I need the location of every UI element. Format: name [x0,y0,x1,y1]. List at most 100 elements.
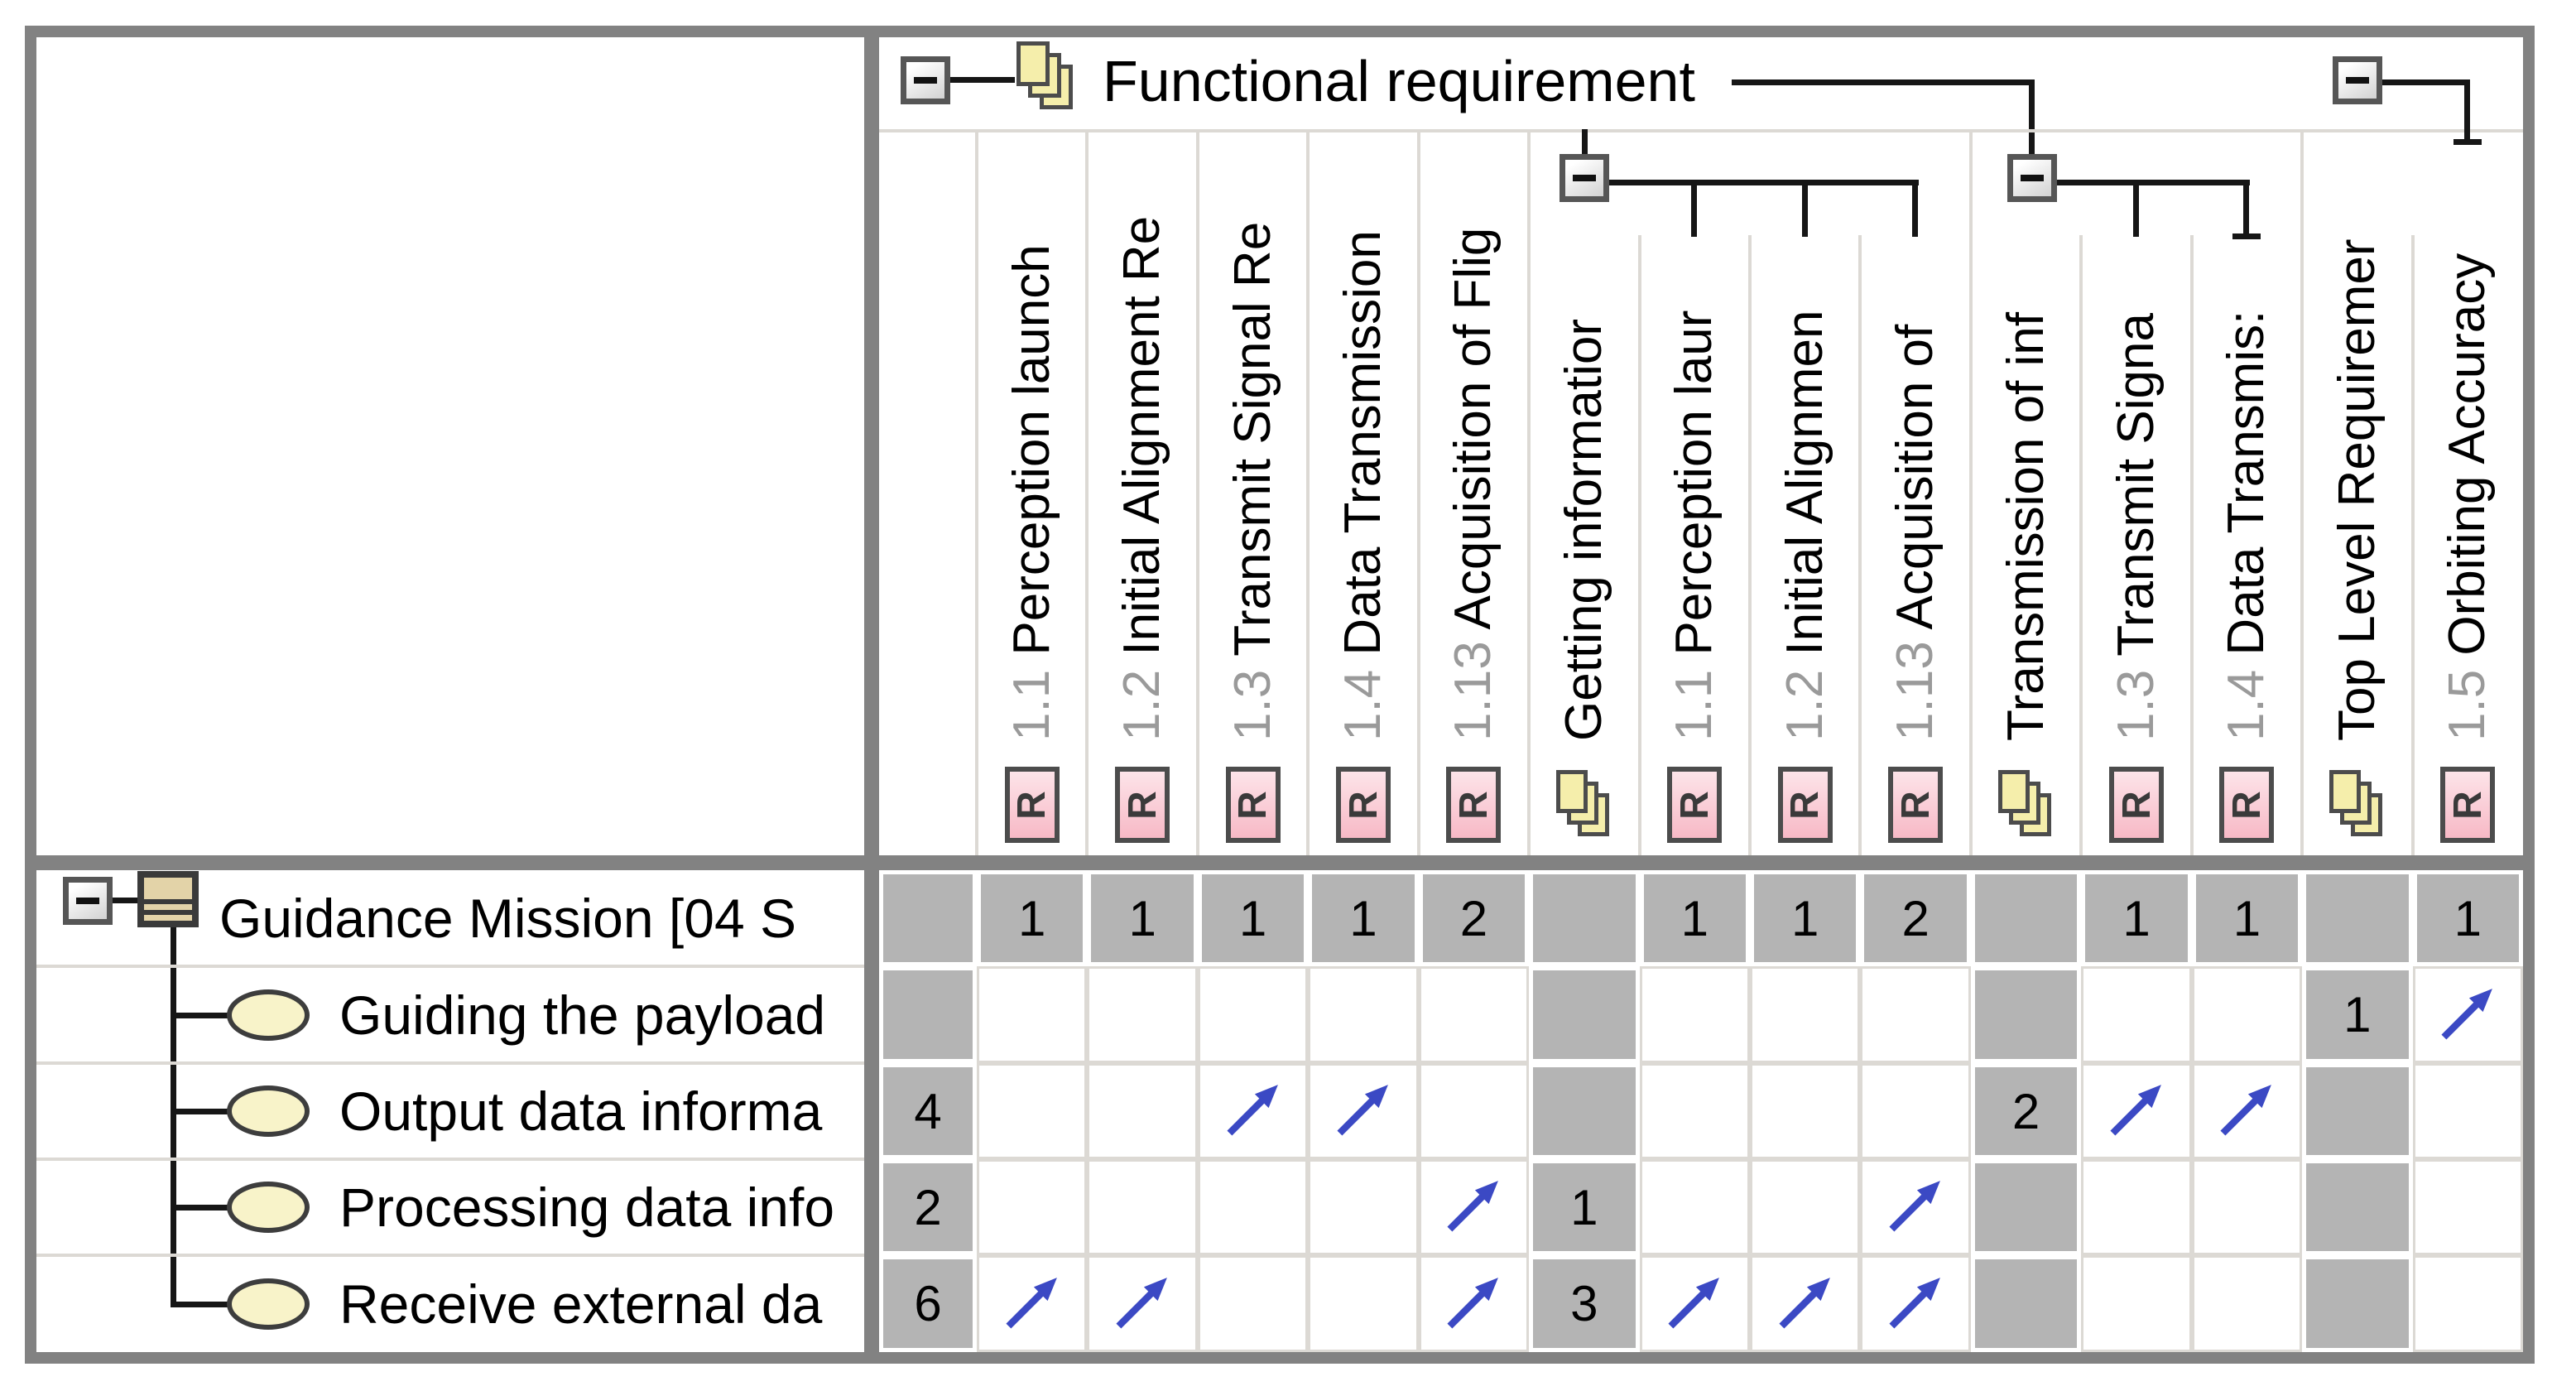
row-label[interactable]: Guiding the payload [339,984,826,1046]
row-label[interactable]: Output data informa [339,1081,823,1142]
tree-trunk-line [171,927,176,1307]
matrix-cell[interactable] [1087,966,1198,1063]
matrix-cell[interactable] [1639,1063,1750,1159]
matrix-cell[interactable] [1970,870,2082,966]
matrix-cell[interactable]: 1 [1750,870,1861,966]
matrix-cell[interactable] [1970,966,2082,1063]
matrix-cell[interactable] [1860,966,1971,1063]
matrix-cell[interactable]: 2 [1970,1063,2082,1159]
matrix-cell[interactable]: 1 [977,870,1088,966]
matrix-cell[interactable]: 1 [2412,870,2523,966]
matrix-count-cell[interactable]: 6 [879,1255,977,1352]
matrix-cell[interactable]: 1 [1308,870,1419,966]
collapse-toggle-transmission[interactable] [2007,154,2057,202]
matrix-cell[interactable] [1529,1063,1640,1159]
column-divider [975,132,978,855]
matrix-cell[interactable] [1197,966,1309,1063]
matrix-count-cell[interactable]: 4 [879,1063,977,1159]
matrix-cell[interactable] [1639,966,1750,1063]
row-label[interactable]: Receive external da [339,1273,823,1335]
row-separator [36,1158,864,1161]
matrix-cell[interactable] [977,1063,1088,1159]
matrix-count-cell[interactable] [879,870,977,966]
collapse-toggle-getting-information[interactable] [1560,154,1609,202]
matrix-cell[interactable]: 1 [2302,966,2413,1063]
matrix-cell[interactable] [2302,870,2413,966]
legend-tree-tick [2453,139,2482,145]
column-divider [1306,132,1310,855]
use-case-icon [227,989,310,1041]
matrix-cell[interactable] [1087,1063,1198,1159]
matrix-cell[interactable] [1197,1159,1309,1255]
matrix-cell[interactable]: 1 [1087,870,1198,966]
panel-separator-vertical[interactable] [864,37,879,1352]
legend-tree-line [1609,180,1919,185]
matrix-cell[interactable] [2081,1159,2192,1255]
matrix-cell[interactable] [2081,1255,2192,1352]
matrix-cell[interactable] [2302,1255,2413,1352]
matrix-cell[interactable] [1308,966,1419,1063]
matrix-cell[interactable] [1970,1159,2082,1255]
matrix-cell[interactable]: 2 [1418,870,1530,966]
matrix-cell[interactable]: 3 [1529,1255,1640,1352]
matrix-cell[interactable]: 1 [1639,870,1750,966]
matrix-cell[interactable] [977,966,1088,1063]
requirement-icon: R [1777,767,1833,843]
matrix-cell[interactable] [2302,1063,2413,1159]
requirement-icon: R [1004,767,1060,843]
matrix-cell[interactable] [2081,966,2192,1063]
matrix-cell[interactable] [1418,1063,1530,1159]
matrix-cell[interactable]: 1 [1197,870,1309,966]
matrix-cell[interactable] [1860,1063,1971,1159]
derive-relation-arrow-icon [1337,1085,1388,1136]
matrix-cell[interactable] [2302,1159,2413,1255]
requirement-icon: R [2109,767,2164,843]
matrix-cell[interactable] [2191,1255,2303,1352]
collapse-toggle-functional-requirement[interactable] [901,56,950,104]
derive-relation-arrow-icon [2110,1085,2161,1136]
frame-border-left [25,26,36,1364]
matrix-count-cell[interactable]: 2 [879,1159,977,1255]
row-label[interactable]: Guidance Mission [04 S [219,888,797,949]
column-divider [1416,132,1420,855]
panel-separator-horizontal[interactable] [36,855,2523,870]
matrix-cell[interactable] [977,1159,1088,1255]
derive-relation-arrow-icon [1668,1277,1720,1329]
row-separator [36,1061,864,1065]
matrix-cell[interactable]: 2 [1860,870,1971,966]
matrix-cell[interactable] [2412,1063,2523,1159]
derive-relation-arrow-icon [1116,1277,1168,1329]
matrix-cell[interactable]: 1 [2081,870,2192,966]
requirement-icon: R [1888,767,1944,843]
matrix-cell[interactable] [1529,870,1640,966]
matrix-cell[interactable] [2191,1159,2303,1255]
row-label[interactable]: Processing data info [339,1177,835,1238]
matrix-cell[interactable] [1639,1159,1750,1255]
matrix-cell[interactable] [1087,1159,1198,1255]
column-divider [1968,132,1973,855]
matrix-cell[interactable] [1750,1159,1861,1255]
matrix-cell[interactable] [1529,966,1640,1063]
matrix-cell[interactable] [1750,1063,1861,1159]
column-divider [2189,235,2194,855]
matrix-cell[interactable] [1308,1255,1419,1352]
requirement-icon: R [2219,767,2275,843]
matrix-cell[interactable] [2412,1159,2523,1255]
matrix-cell[interactable] [1197,1255,1309,1352]
matrix-cell[interactable] [2412,1255,2523,1352]
matrix-cell[interactable] [1750,966,1861,1063]
matrix-cell[interactable] [1639,1255,1750,1352]
legend-tree-drop [2133,185,2139,237]
collapse-toggle-guidance-mission[interactable] [63,877,113,925]
matrix-cell[interactable] [1418,966,1530,1063]
matrix-cell[interactable] [1308,1159,1419,1255]
requirement-icon: R [2440,767,2496,843]
collapse-toggle-top-level-requirements[interactable] [2333,56,2382,104]
matrix-cell[interactable] [2191,966,2303,1063]
matrix-cell[interactable] [1970,1255,2082,1352]
matrix-count-cell[interactable] [879,966,977,1063]
matrix-cell[interactable]: 1 [1529,1159,1640,1255]
matrix-cell[interactable]: 1 [2191,870,2303,966]
requirement-icon: R [1225,767,1281,843]
column-group-root-label[interactable]: Functional requirement [1103,49,1695,113]
